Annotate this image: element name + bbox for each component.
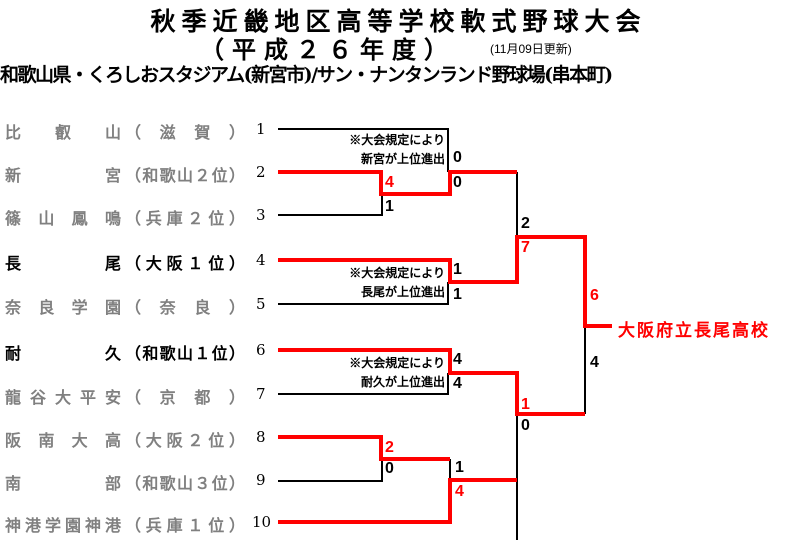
team-row-5: 奈良学園（奈良） (5, 294, 245, 317)
score: 0 (521, 417, 530, 434)
team-name: 耐久 (5, 346, 121, 363)
score: 6 (590, 287, 599, 304)
team-row-7: 龍谷大平安（京都） (5, 384, 245, 407)
seed-number: 4 (256, 251, 266, 269)
win-line-shinko (278, 478, 517, 524)
line-team3 (278, 194, 383, 216)
team-row-3: 篠山鳳鳴（兵庫２位） (5, 205, 245, 228)
team-name: 比叡山 (5, 125, 121, 142)
team-name: 奈良学園 (5, 300, 121, 317)
note-line: ※大会規定により (349, 266, 445, 280)
score: 4 (590, 354, 599, 371)
score: 0 (453, 174, 462, 191)
seed-number: 9 (256, 471, 266, 489)
team-name: 長尾 (5, 256, 121, 273)
seed-number: 3 (256, 206, 266, 224)
score: 4 (453, 375, 462, 392)
seed-number: 1 (256, 120, 266, 138)
score: 4 (453, 351, 462, 368)
score: 1 (453, 261, 462, 278)
rule-note-3: ※大会規定により耐久が上位進出 (349, 354, 445, 392)
seed-number: 6 (256, 341, 266, 359)
team-row-1: 比叡山（滋賀） (5, 119, 245, 142)
note-line: 耐久が上位進出 (360, 375, 445, 389)
team-name: 南部 (5, 476, 121, 493)
team-name: 阪南大高 (5, 433, 121, 450)
note-line: 新宮が上位進出 (360, 152, 445, 166)
win-line-shingu (278, 170, 517, 196)
team-region: （滋賀） (125, 125, 245, 142)
team-region: （和歌山２位） (125, 168, 245, 185)
score: 4 (385, 174, 394, 191)
team-region: （兵庫２位） (125, 211, 245, 228)
seed-number: 10 (252, 513, 272, 531)
team-region: （和歌山１位） (125, 346, 245, 363)
team-region: （京都） (125, 390, 245, 407)
score: 4 (455, 483, 464, 500)
team-region: （和歌山３位） (125, 476, 245, 493)
win-line-hannan (278, 435, 450, 461)
score: 2 (385, 439, 394, 456)
team-name: 龍谷大平安 (5, 390, 121, 407)
score: 1 (385, 198, 394, 215)
team-region: （兵庫１位） (125, 518, 245, 535)
win-line-taikyu (278, 348, 585, 416)
score: 1 (453, 286, 462, 303)
page-subtitle: （平成２６年度） (200, 35, 456, 64)
score: 2 (521, 215, 530, 232)
line-team1 (278, 128, 449, 172)
score: 0 (453, 149, 462, 166)
team-name: 神港学園神港 (5, 518, 121, 535)
rule-note-2: ※大会規定により長尾が上位進出 (349, 264, 445, 302)
win-line-nagao (278, 235, 612, 328)
seed-number: 8 (256, 428, 266, 446)
score: 7 (521, 239, 530, 256)
page-title: 秋季近畿地区高等学校軟式野球大会 (150, 7, 647, 36)
line-team9 (278, 459, 383, 482)
team-name: 新宮 (5, 168, 121, 185)
score: 1 (455, 459, 464, 476)
update-date: (11月09日更新) (490, 42, 572, 56)
team-row-9: 南部（和歌山３位） (5, 470, 245, 493)
team-row-4: 長尾（大阪１位） (5, 250, 245, 273)
team-row-6: 耐久（和歌山１位） (5, 340, 245, 363)
line-team7 (278, 373, 449, 395)
line-team5 (278, 282, 449, 305)
rule-note-1: ※大会規定により新宮が上位進出 (349, 131, 445, 169)
score: 1 (521, 396, 530, 413)
team-row-2: 新宮（和歌山２位） (5, 162, 245, 185)
team-region: （大阪１位） (125, 256, 245, 273)
seed-number: 2 (256, 163, 266, 181)
seed-number: 5 (256, 295, 266, 313)
seed-number: 7 (256, 385, 266, 403)
note-line: ※大会規定により (349, 356, 445, 370)
team-region: （奈良） (125, 300, 245, 317)
team-row-10: 神港学園神港（兵庫１位） (5, 512, 245, 535)
note-line: 長尾が上位進出 (360, 285, 445, 299)
venue: 和歌山県・くろしおスタジアム(新宮市)/サン・ナンタンランド野球場(串本町) (0, 64, 613, 86)
note-line: ※大会規定により (349, 133, 445, 147)
team-region: （大阪２位） (125, 433, 245, 450)
team-name: 篠山鳳鳴 (5, 211, 121, 228)
champion: 大阪府立長尾高校 (618, 321, 770, 340)
score: 0 (385, 460, 394, 477)
team-row-8: 阪南大高（大阪２位） (5, 427, 245, 450)
